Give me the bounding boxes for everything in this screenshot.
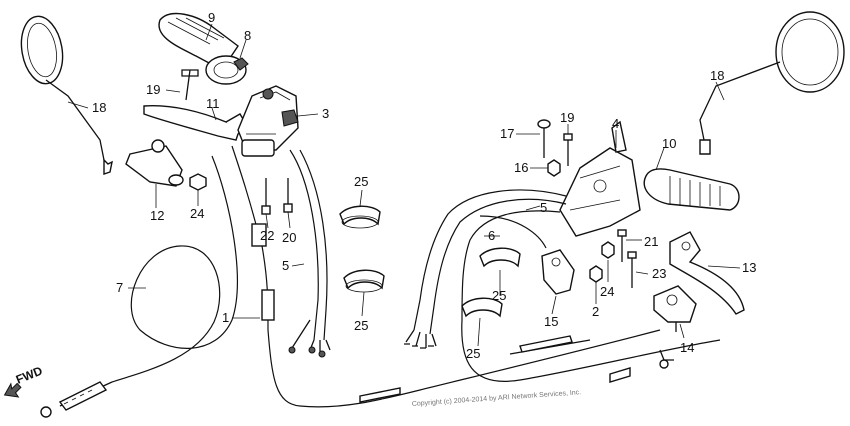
cable-clip-upper-right[interactable] <box>479 247 521 268</box>
callout-8: 8 <box>244 28 251 43</box>
callout-19: 19 <box>560 110 574 125</box>
callout-4: 4 <box>612 116 619 131</box>
nut-2[interactable] <box>589 265 603 283</box>
callout-14: 14 <box>680 340 694 355</box>
throttle-grip[interactable] <box>158 12 249 85</box>
callout-23: 23 <box>652 266 666 281</box>
right-switch-harness[interactable] <box>404 189 567 349</box>
callout-13: 13 <box>742 260 756 275</box>
left-switch-harness[interactable] <box>288 149 331 358</box>
copyright-watermark: Copyright (c) 2004-2014 by ARI Network S… <box>412 389 582 408</box>
switch-bracket-15[interactable] <box>541 249 575 295</box>
throttle-cable[interactable] <box>231 145 661 408</box>
screw-22[interactable] <box>261 178 271 215</box>
forward-direction-indicator: FWD <box>3 363 45 398</box>
nut-16[interactable] <box>547 159 561 177</box>
callout-5: 5 <box>282 258 289 273</box>
callout-16: 16 <box>514 160 528 175</box>
callout-labels: 9 8 19 11 3 18 12 24 22 20 5 25 25 7 1 1… <box>92 10 756 361</box>
fwd-label: FWD <box>14 363 45 386</box>
callout-11: 11 <box>206 96 220 111</box>
callout-25: 25 <box>354 318 368 333</box>
leader-lines <box>67 23 741 347</box>
callout-22: 22 <box>260 228 274 243</box>
right-grip[interactable] <box>643 168 740 211</box>
callout-20: 20 <box>282 230 296 245</box>
left-mirror[interactable] <box>16 13 113 175</box>
callout-24: 24 <box>600 284 614 299</box>
callout-19: 19 <box>146 82 160 97</box>
bolt-23[interactable] <box>627 251 637 288</box>
callout-7: 7 <box>116 280 123 295</box>
cable-clip-lower-left[interactable] <box>343 269 385 293</box>
cable-clip-upper-left[interactable] <box>339 205 381 229</box>
front-brake-cable[interactable] <box>461 215 721 383</box>
left-switch-housing[interactable] <box>237 85 299 157</box>
callout-6: 6 <box>488 228 495 243</box>
bolt-17[interactable] <box>537 119 551 158</box>
bolt-19-right[interactable] <box>563 133 573 166</box>
callout-5: 5 <box>540 200 547 215</box>
callout-21: 21 <box>644 234 658 249</box>
lever-bracket-14[interactable] <box>653 285 697 332</box>
cable-clip-lower-right[interactable] <box>461 297 503 318</box>
right-switch-housing[interactable] <box>559 120 641 237</box>
callout-25: 25 <box>354 174 368 189</box>
callout-1: 1 <box>222 310 229 325</box>
callout-18: 18 <box>710 68 724 83</box>
lever-bracket-left[interactable] <box>125 139 184 187</box>
nut-24-right[interactable] <box>601 241 615 259</box>
callout-15: 15 <box>544 314 558 329</box>
right-mirror[interactable] <box>699 11 845 155</box>
callout-10: 10 <box>662 136 676 151</box>
bolt-21[interactable] <box>617 229 627 262</box>
screw-20[interactable] <box>283 178 293 213</box>
nut-left[interactable] <box>189 173 207 191</box>
callout-9: 9 <box>208 10 215 25</box>
callout-24: 24 <box>190 206 204 221</box>
callout-3: 3 <box>322 106 329 121</box>
callout-2: 2 <box>592 304 599 319</box>
callout-18: 18 <box>92 100 106 115</box>
clutch-cable[interactable] <box>40 155 238 418</box>
front-brake-lever[interactable] <box>669 231 745 315</box>
callout-25: 25 <box>466 346 480 361</box>
callout-25: 25 <box>492 288 506 303</box>
callout-12: 12 <box>150 208 164 223</box>
callout-17: 17 <box>500 126 514 141</box>
